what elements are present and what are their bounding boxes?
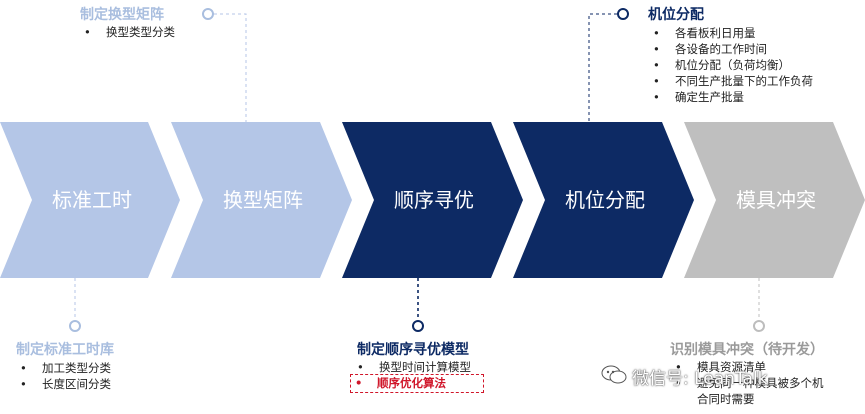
position-callout-list: 各看板利日用量 各设备的工作时间 机位分配（负荷均衡） 不同生产批量下的工作负荷… bbox=[649, 25, 813, 105]
watermark-text: 微信号: LeanTalk bbox=[632, 369, 768, 389]
chevron-position-allocation bbox=[513, 122, 694, 278]
chevron-sequence-optimization bbox=[342, 122, 523, 278]
stage-label-standard-time: 标准工时 bbox=[52, 188, 132, 212]
list-item: 不同生产批量下的工作负荷 bbox=[649, 73, 813, 89]
list-item: 避免同一种模具被多个机 bbox=[671, 375, 824, 391]
chevron-standard-time bbox=[0, 122, 180, 278]
list-item: 各设备的工作时间 bbox=[649, 41, 813, 57]
chevron-mold-conflict bbox=[684, 122, 865, 278]
list-item-highlight: 顺序优化算法 bbox=[351, 375, 483, 391]
list-item: 长度区间分类 bbox=[16, 376, 111, 392]
changeover-callout-list: 换型类型分类 bbox=[80, 24, 175, 40]
list-item: 换型类型分类 bbox=[80, 24, 175, 40]
standard-marker-icon bbox=[69, 320, 81, 332]
list-item: 机位分配（负荷均衡） bbox=[649, 57, 813, 73]
sequence-highlight-box: 顺序优化算法 bbox=[350, 374, 484, 393]
changeover-marker-icon bbox=[202, 8, 214, 20]
connector-position bbox=[588, 13, 617, 122]
list-item: 各看板利日用量 bbox=[649, 25, 813, 41]
mold-callout-continuation: 合同时需要 bbox=[697, 392, 755, 406]
stage-label-sequence-optimization: 顺序寻优 bbox=[394, 188, 474, 212]
mold-marker-icon bbox=[753, 320, 765, 332]
stage-label-position-allocation: 机位分配 bbox=[565, 188, 645, 212]
stage-label-changeover-matrix: 换型矩阵 bbox=[223, 188, 303, 212]
sequence-marker-icon bbox=[412, 320, 424, 332]
stage-label-mold-conflict: 模具冲突 bbox=[736, 188, 816, 212]
mold-callout-list: 模具资源清单 避免同一种模具被多个机 bbox=[671, 359, 824, 391]
list-item: 模具资源清单 bbox=[671, 359, 824, 375]
sequence-callout-title: 制定顺序寻优模型 bbox=[357, 342, 469, 358]
position-callout-title: 机位分配 bbox=[648, 7, 704, 23]
mold-callout-title: 识别模具冲突（待开发） bbox=[670, 342, 824, 358]
position-marker-icon bbox=[617, 8, 629, 20]
standard-callout-title: 制定标准工时库 bbox=[16, 342, 114, 358]
standard-callout-list: 加工类型分类 长度区间分类 bbox=[16, 360, 111, 392]
chevron-changeover-matrix bbox=[171, 122, 352, 278]
changeover-callout-title: 制定换型矩阵 bbox=[80, 7, 164, 23]
list-item: 确定生产批量 bbox=[649, 89, 813, 105]
list-item: 加工类型分类 bbox=[16, 360, 111, 376]
wechat-icon bbox=[601, 365, 627, 384]
list-item: 换型时间计算模型 bbox=[353, 359, 471, 375]
connector-changeover bbox=[214, 13, 247, 122]
sequence-callout-list: 换型时间计算模型 bbox=[353, 359, 471, 375]
